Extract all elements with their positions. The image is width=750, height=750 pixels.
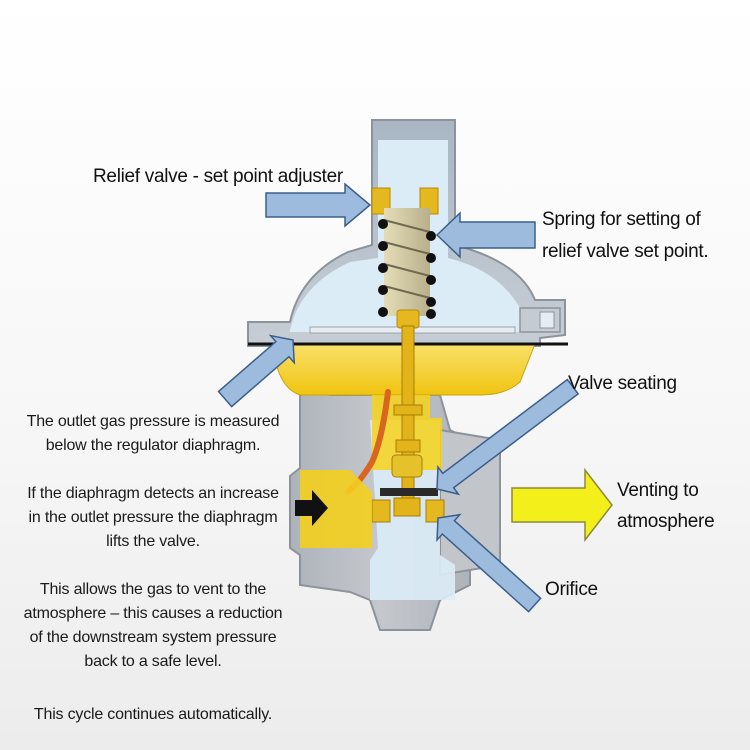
description-line: The outlet gas pressure is measured (26, 413, 280, 430)
spring-coils (383, 219, 431, 299)
description-line: This cycle continues automatically. (33, 706, 273, 723)
seating-pointer-arrow (436, 378, 580, 496)
valve-stem (401, 325, 415, 517)
description-paragraph-4: This cycle continues automatically. (18, 703, 288, 727)
description-line: in the outlet pressure the diaphragm (28, 509, 278, 526)
orifice-seat-right (425, 499, 445, 523)
spring-assembly (371, 187, 439, 329)
spring-seat (396, 309, 420, 329)
description-paragraph-1: The outlet gas pressure is measured belo… (18, 410, 288, 458)
description-line: of the downstream system pressure (29, 629, 277, 646)
description-paragraph-2: If the diaphragm detects an increase in … (18, 482, 288, 554)
description-line: This allows the gas to vent to the (39, 581, 267, 598)
description-line: If the diaphragm detects an increase (27, 485, 279, 502)
adjuster-cap-left (371, 187, 391, 215)
spring-wire-dots (378, 219, 436, 319)
inlet-flow-arrow (295, 490, 328, 526)
description-line: back to a safe level. (84, 653, 222, 670)
spring-label-line1: Spring for setting of (542, 209, 701, 230)
venting-label-line2: atmosphere (617, 511, 715, 532)
venting-flow-arrow (511, 467, 613, 543)
diaphragm-pointer-arrow (217, 334, 296, 408)
description-paragraph-3: This allows the gas to vent to the atmos… (18, 578, 288, 674)
relief-adjuster-label: Relief valve - set point adjuster (93, 166, 343, 187)
orifice-seat-left (371, 499, 391, 523)
valve-seating-label: Valve seating (568, 373, 677, 394)
description-line: atmosphere – this causes a reduction (23, 605, 283, 622)
spring-label-line2: relief valve set point. (542, 241, 709, 262)
valve-disc (380, 488, 438, 496)
valve-internals (300, 325, 455, 600)
inlet-brass (300, 470, 372, 548)
description-line: below the regulator diaphragm. (45, 437, 261, 454)
orifice-pointer-arrow (436, 513, 542, 613)
orifice-label: Orifice (545, 579, 598, 600)
spring-body (384, 208, 430, 316)
spring-pointer-arrow (435, 211, 536, 259)
description-line: lifts the valve. (106, 533, 200, 550)
adjuster-pointer-arrow (265, 182, 372, 228)
venting-label-line1: Venting to (617, 480, 699, 501)
pointer-arrows (217, 182, 580, 613)
